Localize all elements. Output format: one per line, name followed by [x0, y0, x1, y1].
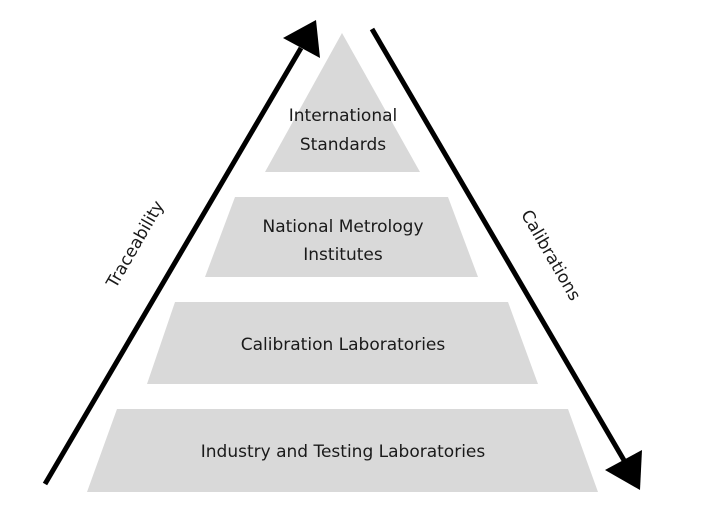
tier-2-line-1: National Metrology [262, 217, 423, 237]
tier-international-standards [265, 33, 420, 172]
tier-1-line-2: Standards [300, 135, 386, 155]
traceability-arrow [42, 20, 320, 486]
tier-2-line-2: Institutes [303, 245, 383, 265]
calibrations-arrow [369, 27, 642, 490]
tier-industry-testing-laboratories [87, 409, 598, 492]
tier-1-line-1: International [289, 106, 398, 126]
tier-4-label: Industry and Testing Laboratories [201, 442, 486, 462]
tier-3-label: Calibration Laboratories [241, 335, 446, 355]
tier-national-metrology-institutes [205, 197, 478, 277]
traceability-label: Traceability [102, 197, 168, 292]
tier-calibration-laboratories [147, 302, 538, 384]
